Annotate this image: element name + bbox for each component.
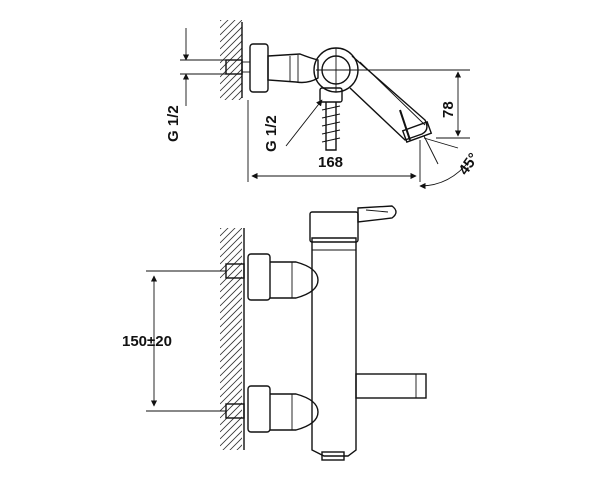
hatch-line — [220, 228, 222, 230]
hatch-line — [220, 248, 242, 272]
hose-connector — [319, 87, 343, 103]
hatch-line — [220, 228, 242, 251]
hatch-line — [220, 374, 242, 398]
cartridge-cap-front — [309, 211, 359, 243]
connector-lower — [270, 393, 319, 431]
hatch-line — [220, 409, 242, 433]
hatch-line — [238, 96, 242, 100]
hose-ribs — [321, 105, 341, 143]
hatch-line — [220, 318, 242, 342]
label-thread-outlet: G 1/2 — [263, 115, 280, 152]
hatch-line — [220, 457, 244, 481]
escutcheon-upper — [247, 253, 271, 301]
hatch-line — [220, 20, 242, 43]
wall-hatching-top — [220, 0, 244, 133]
hatch-line — [231, 89, 242, 100]
hatch-line — [220, 20, 229, 29]
hatch-line — [220, 241, 242, 265]
hose-nipple — [325, 102, 337, 151]
hatch-line — [222, 430, 242, 450]
label-angle: 45° — [455, 150, 482, 178]
hatch-line — [220, 262, 242, 286]
hatch-line — [220, 68, 242, 92]
hatch-line — [220, 75, 242, 99]
wall-hatching-front — [220, 198, 244, 481]
hatch-line — [220, 325, 242, 349]
spout-front — [355, 373, 427, 399]
hatch-line — [220, 311, 242, 335]
hatch-line — [220, 402, 242, 426]
spout-outlet-top — [401, 121, 433, 143]
hatch-line — [236, 444, 242, 450]
hatch-line — [220, 304, 242, 328]
hatch-line — [220, 102, 244, 126]
hatch-line — [220, 346, 242, 370]
hatch-line — [220, 109, 244, 133]
hatch-line — [220, 416, 242, 440]
lever-top — [349, 55, 428, 141]
hatch-line — [220, 26, 242, 50]
dim-angle-arc — [419, 159, 471, 190]
hatch-line — [220, 54, 242, 78]
hatch-line — [220, 234, 242, 258]
hatch-line — [220, 388, 242, 412]
hatch-line — [229, 437, 242, 450]
hatch-line — [220, 353, 242, 377]
front-view: 150±20 — [122, 198, 427, 481]
hatch-line — [220, 360, 242, 384]
inlet-stub-top — [225, 59, 243, 75]
hatch-line — [220, 47, 242, 71]
label-height: 78 — [440, 101, 457, 118]
connector-upper — [270, 261, 319, 299]
hatch-line — [220, 20, 222, 22]
hatch-line — [220, 290, 242, 314]
label-thread-inlet: G 1/2 — [165, 105, 182, 142]
hatch-line — [220, 381, 242, 405]
hatch-line — [220, 297, 242, 321]
hatch-line — [220, 423, 242, 447]
hatch-line — [220, 283, 242, 307]
escutcheon-top — [249, 43, 269, 93]
hatch-line — [220, 198, 244, 222]
hatch-line — [220, 228, 229, 237]
hatch-line — [220, 0, 244, 14]
hatch-line — [220, 276, 242, 300]
diverter-knob — [321, 451, 345, 461]
eccentric-connector-top — [267, 53, 319, 84]
top-view: G 1/2 G 1/2 168 78 45° — [165, 0, 482, 190]
escutcheon-lower — [247, 385, 271, 433]
hatch-line — [220, 450, 244, 474]
mixer-body-front — [311, 237, 357, 457]
hatch-line — [220, 255, 242, 279]
hatch-line — [220, 40, 242, 64]
label-width: 168 — [318, 154, 343, 171]
hatch-line — [220, 367, 242, 391]
hatch-line — [224, 82, 242, 100]
hatch-line — [220, 33, 242, 57]
label-centers: 150±20 — [122, 333, 172, 350]
hatch-line — [220, 20, 236, 36]
lever-front — [357, 205, 397, 223]
dim-thread-leader — [285, 99, 323, 147]
hatch-line — [220, 332, 242, 356]
hatch-line — [220, 61, 242, 85]
hatch-line — [220, 395, 242, 419]
hatch-line — [220, 269, 242, 293]
hatch-line — [220, 228, 236, 244]
hatch-line — [220, 339, 242, 363]
